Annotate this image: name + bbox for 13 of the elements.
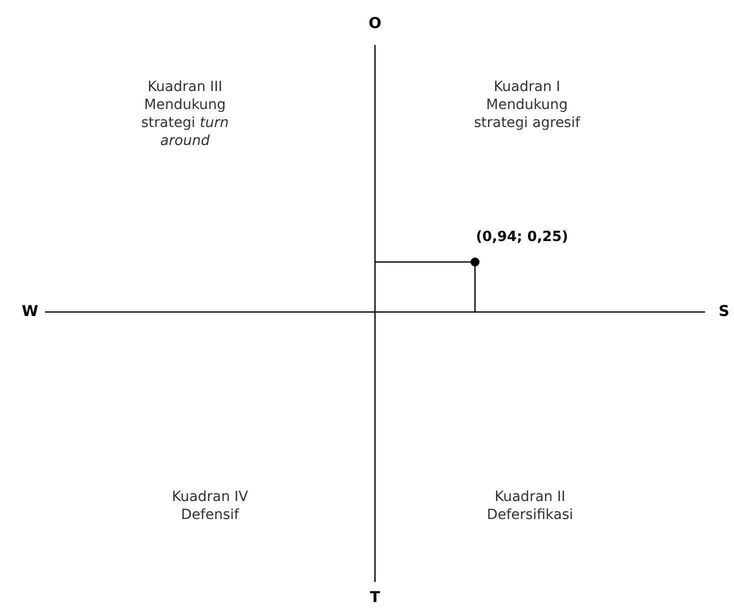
quadrant-title: Kuadran I — [492, 78, 562, 96]
quadrant-title: Kuadran II — [494, 488, 566, 506]
quadrant-title: Kuadran IV — [170, 488, 250, 506]
point-label: (0,94; 0,25) — [474, 228, 570, 246]
axis-letter: O — [368, 14, 382, 32]
axis-letter: S — [718, 302, 730, 320]
quadrant-description: Defensif — [180, 506, 240, 524]
axis-letter: W — [20, 302, 40, 320]
quadrant-description: Mendukung strategi turn around — [140, 96, 230, 150]
quadrant-description: Mendukung strategi agresif — [472, 96, 582, 132]
quadrant-description: Defersifikasi — [486, 506, 574, 524]
quadrant-title: Kuadran III — [146, 78, 224, 96]
axis-letter: T — [368, 588, 382, 606]
